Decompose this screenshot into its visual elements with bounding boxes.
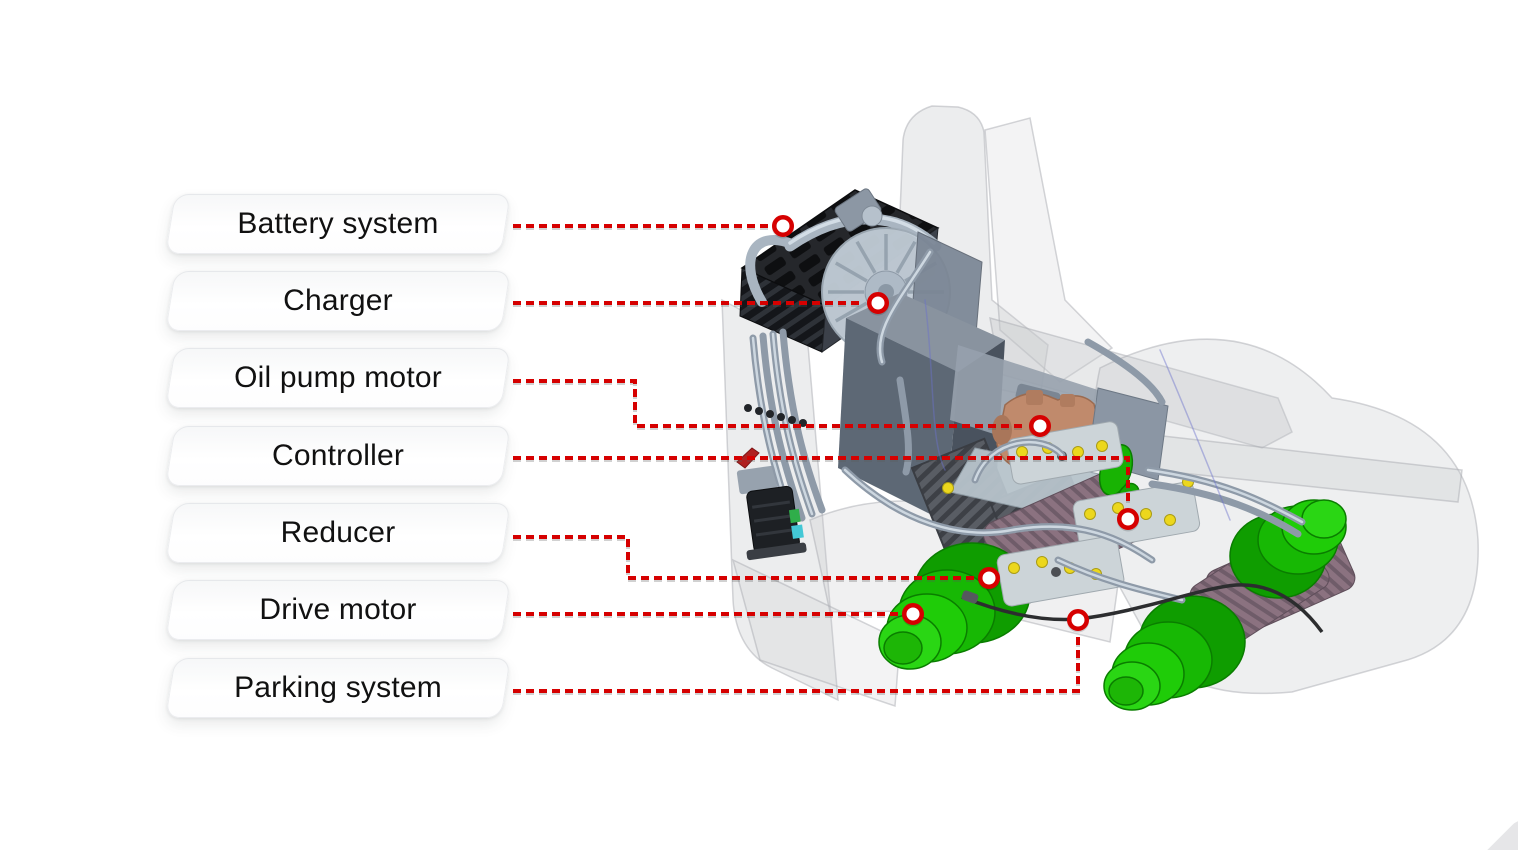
label-text: Drive motor [259,593,417,626]
marker-dot-controller [1117,508,1139,530]
leader-line-shadow-controller [513,458,1130,507]
marker-dot-parking-system [1067,609,1089,631]
label-controller: Controller [165,426,511,486]
leader-line-parking-system [513,634,1080,693]
label-text: Oil pump motor [234,361,442,394]
label-oil-pump-motor: Oil pump motor [165,348,511,408]
marker-dot-drive-motor [902,603,924,625]
leader-line-oil-pump-motor [513,379,1026,428]
label-text: Controller [271,439,405,472]
label-text: Charger [283,284,393,317]
label-drive-motor: Drive motor [165,580,511,640]
label-battery-system: Battery system [165,194,511,254]
leader-line-shadow-reducer [513,537,975,582]
marker-dot-charger [867,292,889,314]
marker-dot-battery-system [772,215,794,237]
leader-line-shadow-parking-system [513,636,1080,695]
parking-cable-art [961,583,1324,634]
marker-dot-oil-pump-motor [1029,415,1051,437]
label-text: Reducer [280,516,396,549]
label-reducer: Reducer [165,503,511,563]
label-parking-system: Parking system [165,658,511,718]
leader-line-controller [513,456,1130,505]
leader-line-shadow-oil-pump-motor [513,381,1026,430]
label-text: Battery system [237,207,439,240]
leader-line-reducer [513,535,975,580]
label-charger: Charger [165,271,511,331]
label-text: Parking system [234,671,442,704]
marker-dot-reducer [978,567,1000,589]
